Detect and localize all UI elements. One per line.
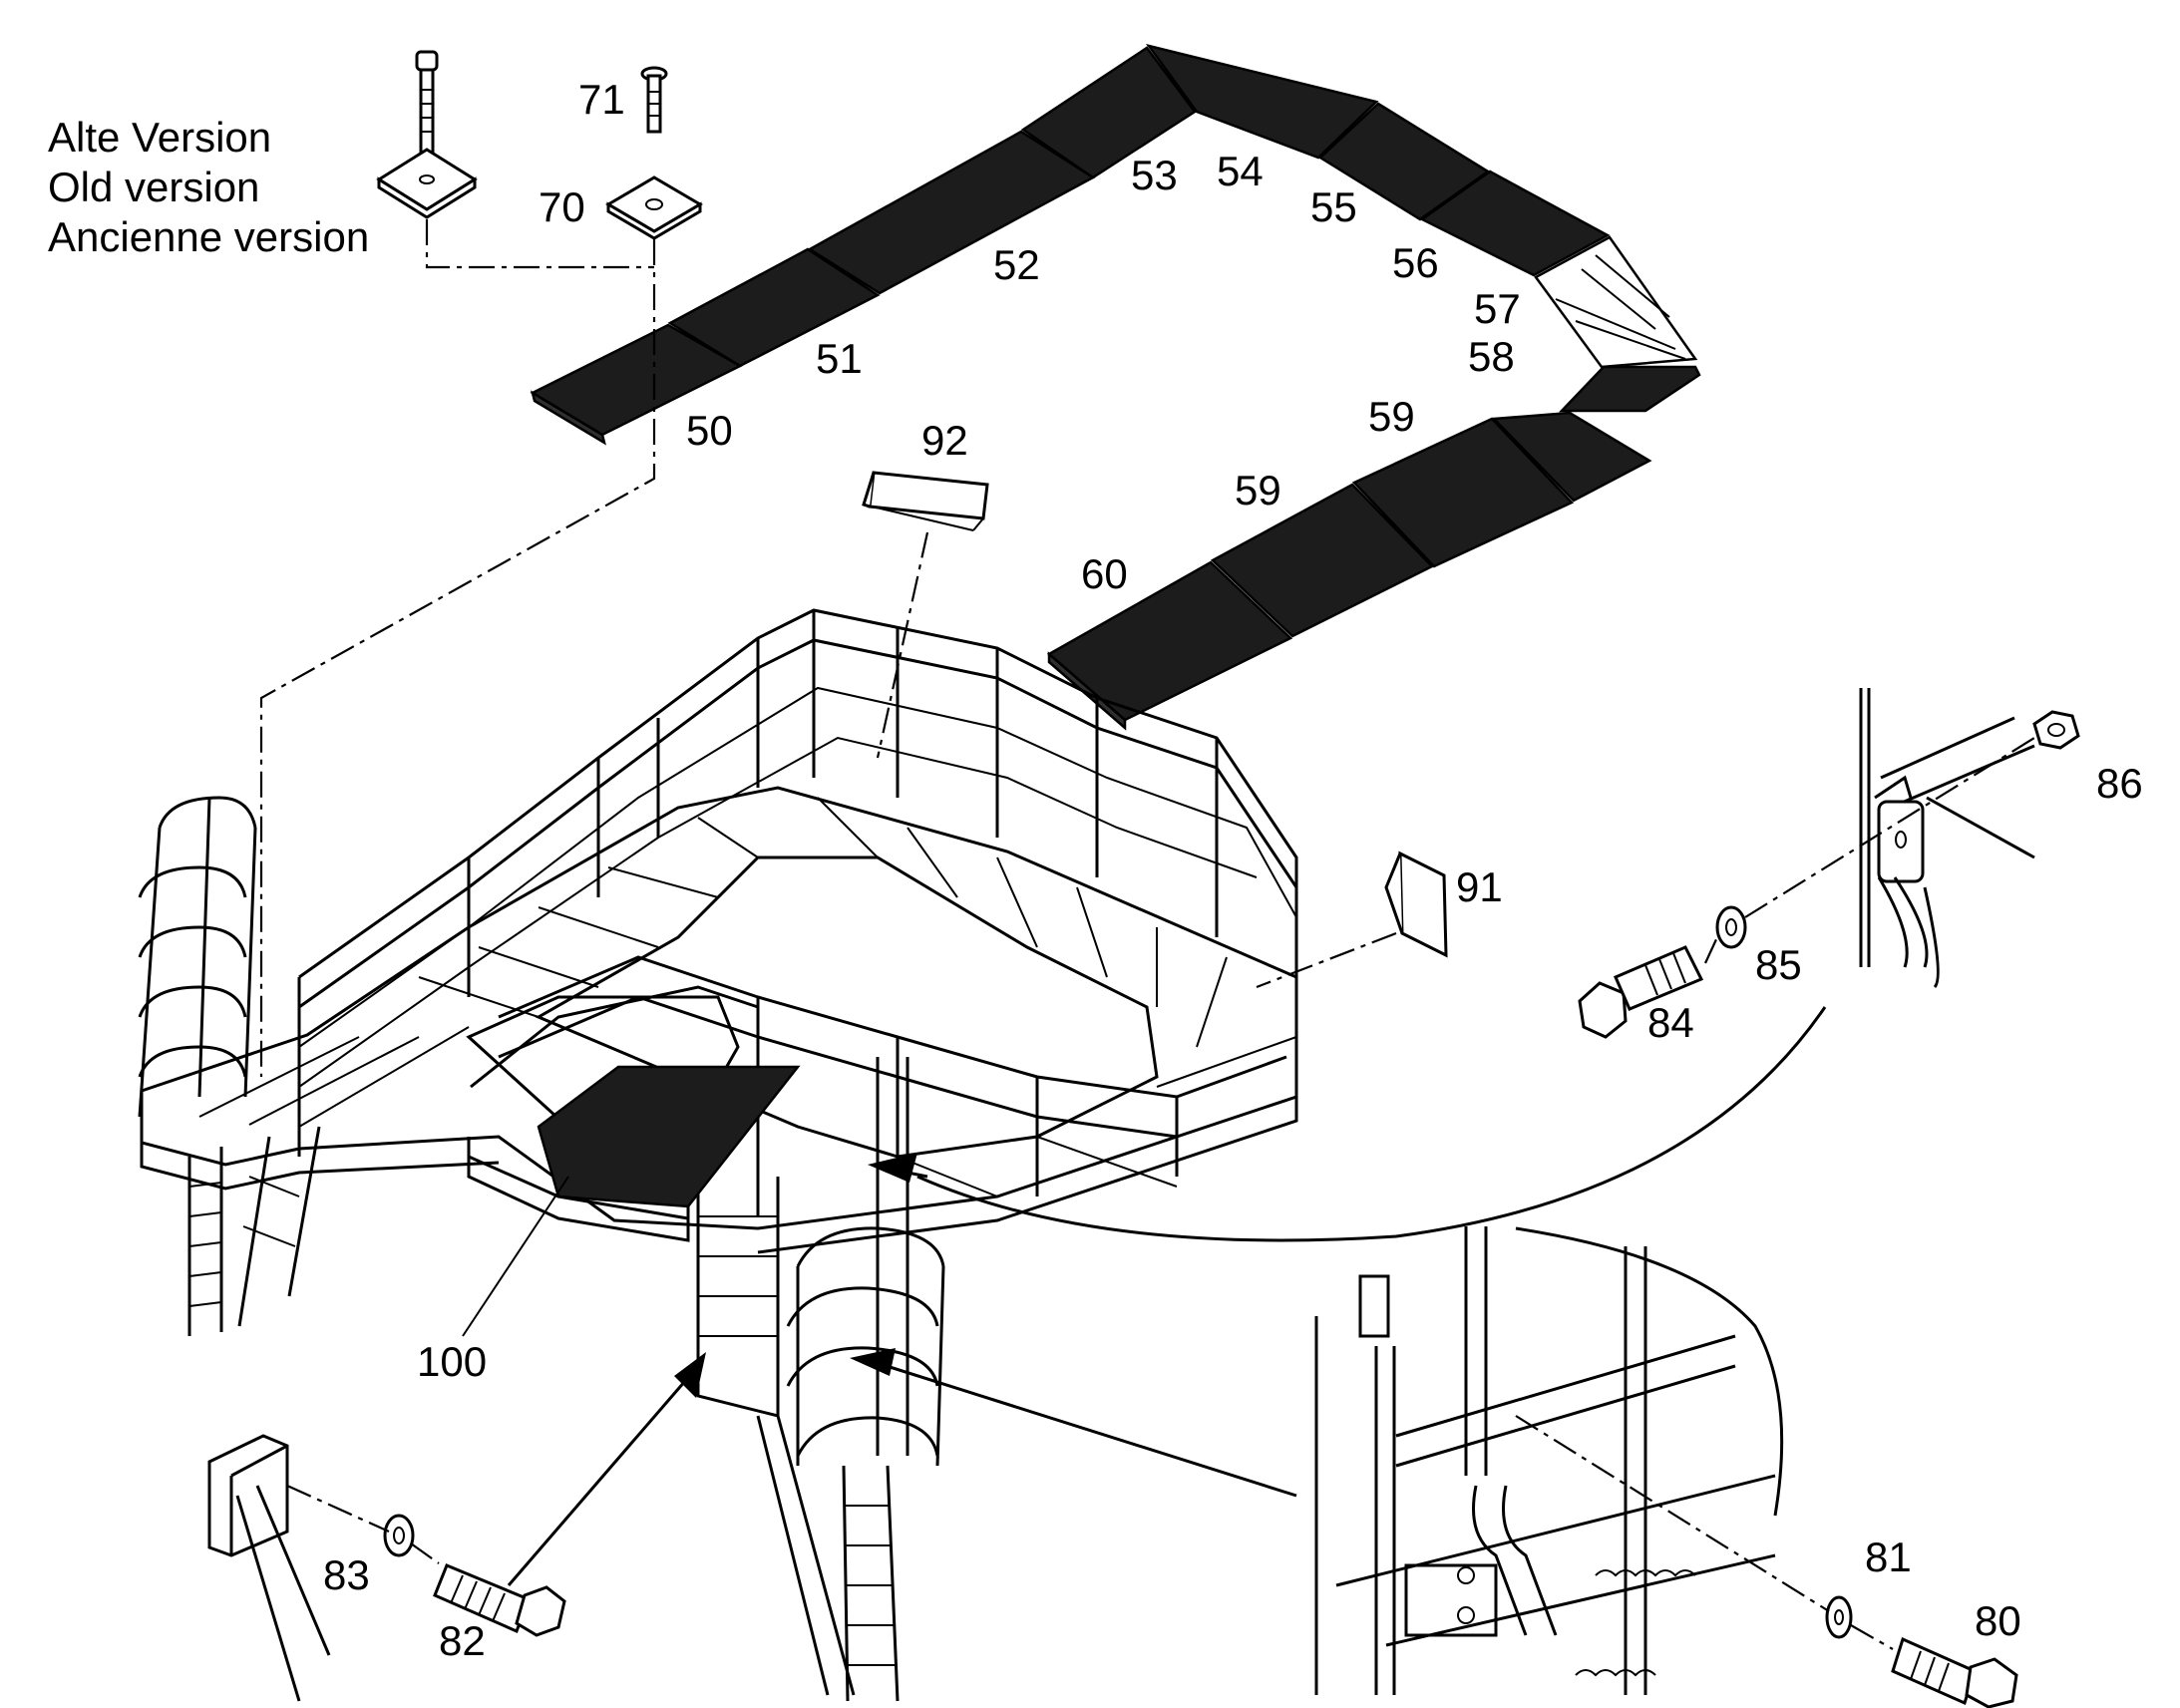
- callout-54: 54: [1217, 148, 1264, 194]
- part-80-bolt: [1891, 1636, 2018, 1708]
- callout-53: 53: [1131, 152, 1178, 198]
- callout-81: 81: [1865, 1534, 1912, 1580]
- mat-row-bottom: [1046, 411, 1652, 731]
- callout-59-upper: 59: [1368, 393, 1415, 440]
- old-version-legend: Alte Version Old version Ancienne versio…: [48, 114, 369, 260]
- detail-lower-left: [207, 1434, 331, 1702]
- callout-85: 85: [1755, 941, 1802, 988]
- callout-52: 52: [993, 241, 1040, 288]
- callout-100: 100: [417, 1338, 487, 1385]
- callout-71: 71: [578, 76, 625, 123]
- callout-50: 50: [686, 407, 733, 454]
- platform-walkway: [140, 786, 1298, 1254]
- part-71-bolt: [640, 66, 668, 134]
- part-86-nut: [2032, 710, 2080, 750]
- part-100-landing: [466, 985, 801, 1242]
- old-version-bolt-and-plate: [376, 50, 478, 219]
- callout-92: 92: [921, 417, 968, 464]
- callout-84: 84: [1647, 999, 1694, 1046]
- legend-line-en: Old version: [48, 164, 259, 210]
- part-70-plate: [605, 175, 703, 240]
- callout-55: 55: [1310, 183, 1357, 230]
- part-81-washer: [1825, 1595, 1853, 1639]
- detail-upper-right: [1859, 688, 2035, 989]
- callout-56: 56: [1392, 239, 1439, 286]
- part-82-bolt: [433, 1563, 566, 1637]
- left-caged-ladder: [138, 796, 321, 1336]
- callout-70: 70: [539, 183, 585, 230]
- mat-row-top: [530, 43, 1701, 446]
- callout-59-lower: 59: [1235, 467, 1281, 513]
- centre-caged-ladder: [696, 1057, 945, 1702]
- part-83-washer: [383, 1514, 415, 1557]
- legend-line-de: Alte Version: [48, 114, 271, 161]
- callout-labels: 50 51 52 53 54 55 56 57 58 59 59 60 70 7…: [323, 76, 2143, 1664]
- callout-51: 51: [816, 335, 863, 382]
- callout-86: 86: [2096, 760, 2143, 807]
- callout-91: 91: [1456, 863, 1503, 910]
- legend-line-fr: Ancienne version: [48, 213, 369, 260]
- callout-57: 57: [1474, 285, 1521, 332]
- part-91-bracket: [1384, 851, 1448, 958]
- detail-lower-right: [1314, 1226, 1784, 1695]
- callout-83: 83: [323, 1551, 370, 1598]
- part-84-bolt: [1578, 945, 1704, 1039]
- part-85-washer: [1715, 905, 1747, 949]
- part-92-bracket: [862, 471, 989, 531]
- callout-58: 58: [1468, 333, 1515, 380]
- callout-82: 82: [439, 1617, 486, 1664]
- callout-60: 60: [1081, 550, 1128, 597]
- callout-80: 80: [1975, 1597, 2021, 1644]
